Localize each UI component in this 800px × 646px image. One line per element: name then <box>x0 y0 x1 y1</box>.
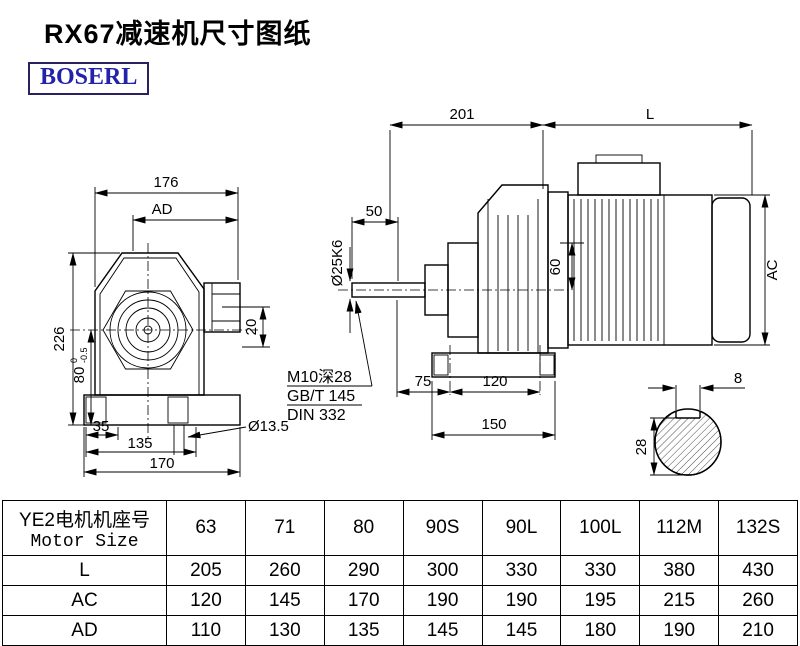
mounting-base <box>83 394 241 426</box>
value-cell: 145 <box>402 615 483 646</box>
value-cell: 145 <box>481 615 562 646</box>
dim-shaft-label: Ø25K6 <box>329 240 346 287</box>
gearbox-side-housing <box>477 184 549 354</box>
value-cell: 215 <box>639 585 720 616</box>
dim-20-label: 20 <box>243 319 260 336</box>
row-label: AC <box>2 585 167 616</box>
brand-logo: BOSERL <box>28 62 150 95</box>
hex-boss <box>102 290 194 370</box>
dim-80-tol-upper: 0 <box>69 358 79 363</box>
size-cell: 71 <box>244 500 325 556</box>
shaft-end-view: 8 28 <box>633 370 745 476</box>
size-cell: 90S <box>402 500 483 556</box>
size-cell: 112M <box>639 500 720 556</box>
dim-150-label: 150 <box>481 416 506 433</box>
value-cell: 260 <box>244 555 325 586</box>
value-cell: 330 <box>560 555 641 586</box>
page-title: RX67减速机尺寸图纸 <box>44 19 312 49</box>
note-din-label: DIN 332 <box>287 407 346 424</box>
dim-176-label: 176 <box>153 174 178 191</box>
dim-75-label: 75 <box>415 373 432 390</box>
dim-80-tol-lower: -0.5 <box>79 347 89 363</box>
value-cell: 190 <box>639 615 720 646</box>
dim-135-label: 135 <box>127 435 152 452</box>
table-header-row: YE2电机机座号 Motor Size 63 71 80 90S 90L 100… <box>2 500 798 556</box>
dim-ac-label: AC <box>764 259 781 280</box>
value-cell: 110 <box>166 615 246 646</box>
size-cell: 90L <box>481 500 562 556</box>
size-cell: 63 <box>166 500 246 556</box>
terminal-box <box>577 162 661 196</box>
value-cell: 180 <box>560 615 641 646</box>
output-flange-box <box>203 282 241 333</box>
value-cell: 190 <box>402 585 483 616</box>
value-cell: 120 <box>166 585 246 616</box>
dim-8-label: 8 <box>734 370 742 387</box>
dim-28-label: 28 <box>633 439 650 456</box>
dim-60-label: 60 <box>547 259 564 276</box>
motor-size-header-cell: YE2电机机座号 Motor Size <box>2 500 167 556</box>
row-label: AD <box>2 615 167 646</box>
dim-201-label: 201 <box>449 106 474 123</box>
value-cell: 170 <box>323 585 404 616</box>
value-cell: 290 <box>323 555 404 586</box>
value-cell: 190 <box>481 585 562 616</box>
dim-226-label: 226 <box>51 326 68 351</box>
value-cell: 330 <box>481 555 562 586</box>
value-cell: 260 <box>718 585 798 616</box>
front-view: 176 AD 226 80 0 -0.5 20 <box>51 174 289 477</box>
fan-cover <box>711 197 751 343</box>
size-cell: 132S <box>718 500 798 556</box>
dim-50-label: 50 <box>366 203 383 220</box>
table-row-AD: AD 110 130 135 145 145 180 190 210 <box>2 615 798 646</box>
dim-hole-label: Ø13.5 <box>248 418 289 435</box>
size-cell: 80 <box>323 500 404 556</box>
value-cell: 145 <box>244 585 325 616</box>
gearbox-housing-outline <box>94 252 205 396</box>
size-cell: 100L <box>560 500 641 556</box>
dim-l-label: L <box>646 106 654 123</box>
value-cell: 430 <box>718 555 798 586</box>
motor-body <box>567 194 713 346</box>
header-cn: YE2电机机座号 <box>19 509 150 531</box>
header-en: Motor Size <box>30 531 139 552</box>
dim-ad-label: AD <box>152 201 173 218</box>
dim-80-label: 80 <box>71 367 88 384</box>
value-cell: 205 <box>166 555 246 586</box>
side-base <box>431 352 556 378</box>
value-cell: 300 <box>402 555 483 586</box>
dimension-table: YE2电机机座号 Motor Size 63 71 80 90S 90L 100… <box>2 500 798 646</box>
table-row-AC: AC 120 145 170 190 190 195 215 260 <box>2 585 798 616</box>
value-cell: 135 <box>323 615 404 646</box>
dim-170-label: 170 <box>149 455 174 472</box>
dim-120-label: 120 <box>482 373 507 390</box>
side-view: 201 L 50 Ø25K6 60 AC <box>287 106 781 440</box>
note-gb-label: GB/T 145 <box>287 388 355 405</box>
row-label: L <box>2 555 167 586</box>
technical-drawing: 176 AD 226 80 0 -0.5 20 <box>51 106 781 477</box>
dim-35-label: 35 <box>93 418 110 435</box>
table-row-L: L 205 260 290 300 330 330 380 430 <box>2 555 798 586</box>
value-cell: 195 <box>560 585 641 616</box>
value-cell: 130 <box>244 615 325 646</box>
value-cell: 380 <box>639 555 720 586</box>
value-cell: 210 <box>718 615 798 646</box>
note-tap-label: M10深28 <box>287 368 352 386</box>
